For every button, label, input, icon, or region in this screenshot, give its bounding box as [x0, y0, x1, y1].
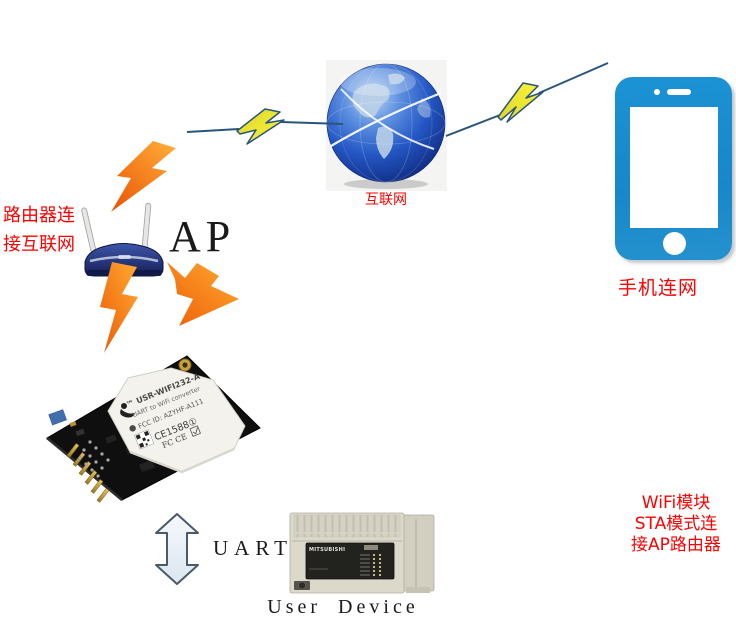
wifi-link-bolt-right-icon [445, 62, 609, 137]
wifi-badge-icon [129, 425, 136, 432]
plc-brand-text: MITSUBISHI [309, 547, 345, 553]
wifi-module-image: ™ USR-WIFI232-A UART to WiFi converter F… [46, 355, 261, 503]
router-downlink-bolt-right-icon [167, 262, 239, 326]
phone-speaker-bar [667, 89, 691, 95]
router-uplink-bolt-icon [111, 141, 176, 212]
phone-screen [630, 107, 718, 228]
sta-note: WiFi模块 STA模式连 接AP路由器 [616, 493, 736, 556]
ap-label: AP [169, 212, 236, 261]
wifi-link-bolt-left-icon [186, 108, 344, 145]
plc-device-image: MITSUBISHI [289, 512, 435, 594]
module-solder-dots [78, 440, 110, 478]
router-note-line2: 接互联网 [3, 234, 75, 255]
sta-note-line2: STA模式连 [634, 514, 718, 534]
internet-label: 互联网 [365, 192, 407, 208]
phone-icon [615, 77, 732, 260]
sta-note-line1: WiFi模块 [641, 493, 711, 513]
user-device-label: User Device [267, 596, 419, 618]
checkbox-mark-icon [189, 425, 201, 437]
uart-label: UART [213, 536, 293, 560]
sta-note-line3: 接AP路由器 [631, 535, 721, 555]
plc-front-panel [305, 542, 395, 580]
router-note-line1: 路由器连 [3, 205, 75, 226]
router-icon [81, 202, 164, 277]
phone-camera-dot [654, 89, 660, 95]
router-downlink-bolt-left-icon [100, 262, 138, 353]
phone-label: 手机连网 [617, 277, 698, 299]
globe-icon [326, 60, 447, 191]
qr-code-icon [134, 429, 155, 450]
router-note: 路由器连 接互联网 [3, 201, 75, 259]
uart-arrow-icon [155, 513, 199, 585]
plc-led-grid [372, 553, 382, 577]
phone-home-button [663, 232, 686, 255]
